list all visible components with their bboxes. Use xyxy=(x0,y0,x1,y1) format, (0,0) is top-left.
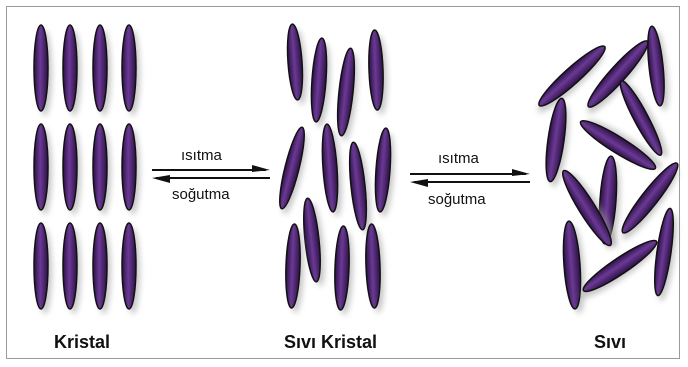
liquid-crystal-molecule xyxy=(284,224,305,314)
crystal-molecule xyxy=(122,25,140,116)
liquid-crystal-molecule xyxy=(373,128,397,218)
liquid-crystal-molecule xyxy=(346,141,374,235)
liquid-molecule xyxy=(645,25,672,111)
crystal-molecule xyxy=(63,124,81,215)
liquid-crystal-molecules xyxy=(274,23,397,315)
liquid-crystal-molecule xyxy=(309,38,333,128)
liquid-crystal-molecule xyxy=(368,30,389,116)
liquid-molecule xyxy=(650,207,681,302)
crystal-molecule xyxy=(34,223,52,314)
crystal-molecules xyxy=(34,25,140,314)
equilibrium-arrow-right xyxy=(410,169,530,187)
phase-label-crystal: Kristal xyxy=(54,332,110,353)
equilibrium-arrow-left xyxy=(152,165,270,183)
crystal-molecule xyxy=(34,25,52,116)
phase-label-liquid: Sıvı xyxy=(594,332,626,353)
crystal-molecule xyxy=(93,25,111,116)
arrow-left-backward-label: soğutma xyxy=(172,186,230,203)
crystal-molecule xyxy=(122,124,140,215)
crystal-molecule xyxy=(122,223,140,314)
liquid-molecule xyxy=(561,220,587,314)
crystal-molecule xyxy=(93,124,111,215)
crystal-molecule xyxy=(63,25,81,116)
liquid-crystal-molecule xyxy=(334,48,362,142)
liquid-molecules xyxy=(530,25,686,314)
crystal-molecule xyxy=(63,223,81,314)
crystal-molecule xyxy=(93,223,111,314)
liquid-crystal-molecule xyxy=(333,226,354,316)
liquid-crystal-molecule xyxy=(301,197,328,287)
liquid-crystal-molecule xyxy=(320,123,344,217)
liquid-molecule xyxy=(575,235,663,304)
arrow-left-forward-label: ısıtma xyxy=(181,147,222,164)
phase-label-liquid-crystal: Sıvı Kristal xyxy=(284,332,377,353)
liquid-crystal-molecule xyxy=(365,224,386,314)
liquid-crystal-molecule xyxy=(285,23,309,105)
crystal-molecule xyxy=(34,124,52,215)
arrow-right-backward-label: soğutma xyxy=(428,191,486,208)
arrow-right-forward-label: ısıtma xyxy=(438,150,479,167)
